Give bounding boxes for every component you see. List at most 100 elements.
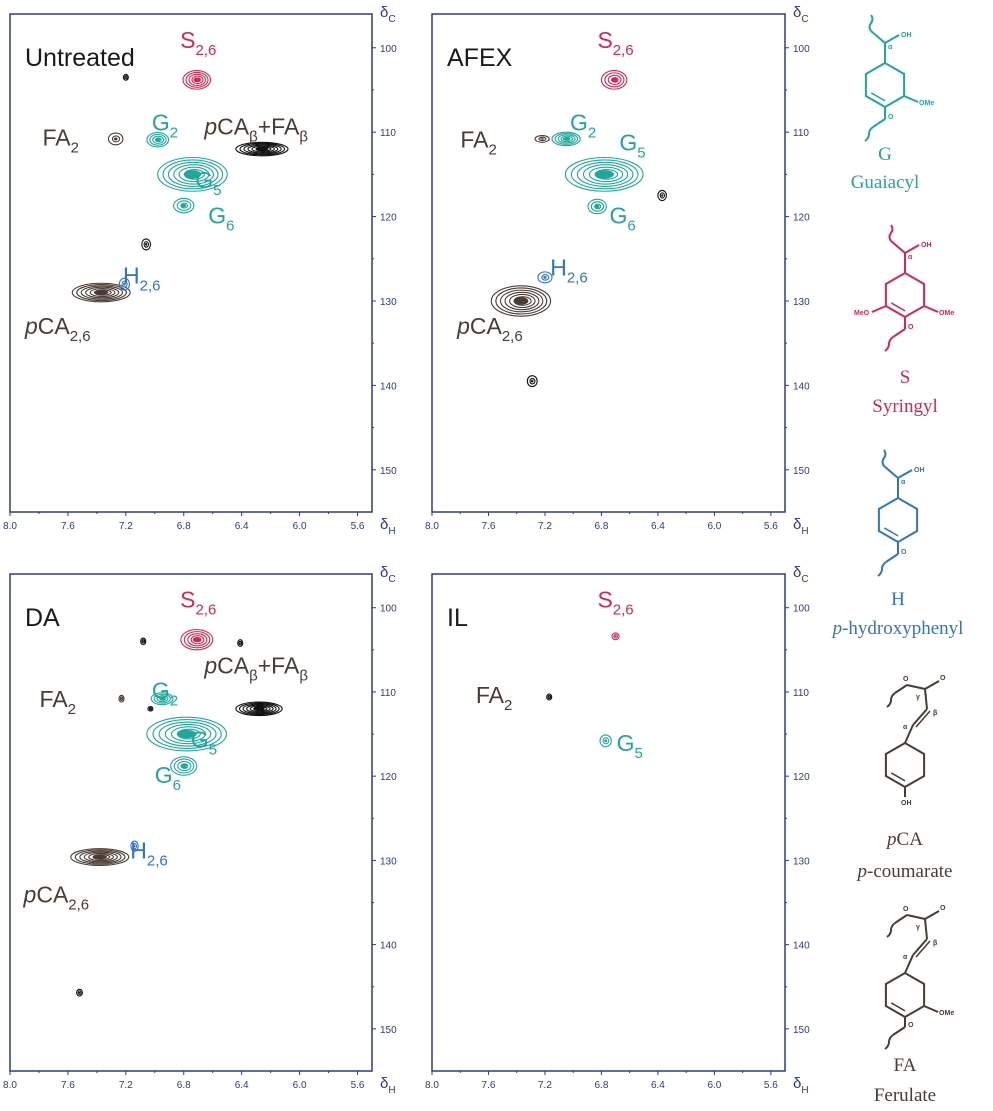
structure-atom-label: α (903, 724, 908, 731)
contour-peak (600, 70, 628, 90)
x-tick-label: 7.2 (538, 1080, 552, 1091)
structure-atom-label: β (933, 940, 938, 947)
contour-peak (551, 131, 581, 147)
peak-label: G5 (191, 727, 217, 759)
contour-peak (147, 706, 154, 712)
structure-abbr: S (900, 367, 911, 388)
structure-abbr: G (878, 144, 892, 165)
y-tick-label: 130 (380, 856, 397, 867)
x-axis-label: δH (793, 516, 809, 537)
contour-peak (235, 141, 289, 157)
panel-title: IL (447, 604, 468, 632)
y-tick-label: 130 (793, 856, 810, 867)
contour-peak (146, 716, 228, 752)
peak-label: H2,6 (123, 262, 160, 294)
y-axis-label: δC (380, 564, 396, 585)
x-tick-label: 7.6 (61, 521, 75, 532)
contour-peak (526, 375, 538, 388)
contour-peak (118, 277, 131, 291)
contour-peak (70, 848, 130, 867)
contour-peak (564, 156, 644, 192)
x-tick-label: 6.4 (651, 521, 665, 532)
x-tick-label: 7.2 (119, 1080, 133, 1091)
panel-title: AFEX (447, 44, 513, 72)
structure-atom-label: OMe (919, 100, 934, 107)
contour-peak (170, 756, 198, 776)
peak-label: S2,6 (180, 27, 216, 59)
structure-atom-label: O (903, 906, 909, 913)
y-tick-label: 150 (793, 466, 810, 477)
contour-peak (534, 134, 550, 143)
peak-label: G6 (155, 762, 181, 794)
y-tick-label: 150 (793, 1025, 810, 1036)
peak-label: G6 (208, 202, 234, 234)
x-tick-label: 8.0 (3, 1080, 17, 1091)
panel-title: Untreated (25, 44, 135, 72)
plot-frame (9, 573, 373, 1072)
y-tick-label: 130 (380, 297, 397, 308)
x-tick-label: 6.0 (293, 521, 307, 532)
structure-atom-label: OH (921, 242, 932, 249)
structure-atom-label: O (908, 1022, 914, 1029)
y-tick-label: 120 (380, 213, 397, 224)
y-tick-label: 150 (380, 466, 397, 477)
structure-atom-label: OH (901, 800, 912, 807)
peak-label: S2,6 (597, 27, 633, 59)
structure-name: Syringyl (872, 396, 937, 417)
contour-peak (235, 701, 283, 717)
peak-label: S2,6 (597, 587, 633, 619)
contour-peak (122, 73, 129, 81)
panel-title: DA (25, 604, 60, 632)
structure-abbr: pCA (885, 829, 923, 850)
peak-label: FA2 (476, 682, 512, 714)
peak-label: pCAβ+FAβ (203, 114, 308, 146)
x-tick-label: 8.0 (425, 1080, 439, 1091)
y-tick-label: 140 (793, 381, 810, 392)
contour-peak (71, 282, 131, 303)
structure-atom-label: O (901, 549, 907, 556)
peak-label: FA2 (40, 686, 76, 718)
x-tick-label: 5.6 (764, 521, 778, 532)
x-tick-label: 7.6 (61, 1080, 75, 1091)
structure-atom-label: OMe (939, 310, 954, 317)
y-tick-label: 110 (380, 688, 396, 699)
structure-atom-label: α (903, 954, 908, 961)
structure-name: p-hydroxyphenyl (831, 618, 964, 639)
contour-peak (537, 271, 553, 284)
x-tick-label: 8.0 (425, 521, 439, 532)
x-axis-label: δH (380, 1075, 396, 1096)
contour-peak (180, 629, 214, 651)
x-tick-label: 8.0 (3, 521, 17, 532)
contour-peak (130, 840, 139, 852)
y-tick-label: 110 (793, 128, 809, 139)
peak-label: pCA2,6 (24, 313, 91, 345)
contour-peak (141, 238, 152, 251)
contour-peak (118, 694, 125, 703)
x-tick-label: 5.6 (764, 1080, 778, 1091)
peak-label: G5 (617, 730, 643, 762)
y-tick-label: 110 (380, 128, 396, 139)
structure-name: Ferulate (874, 1085, 936, 1106)
y-tick-label: 110 (793, 688, 809, 699)
structure-atom-label: O (940, 675, 946, 682)
contour-peak (157, 156, 228, 192)
structure-abbr: H (891, 589, 905, 610)
structure-atom-label: O (940, 905, 946, 912)
y-axis-label: δC (793, 564, 809, 585)
structure-atom-label: γ (916, 924, 920, 931)
peak-label: G2 (152, 109, 178, 141)
structure-atom-label: OMe (939, 1010, 954, 1017)
x-tick-label: 7.2 (538, 521, 552, 532)
peak-label: G6 (610, 202, 636, 234)
x-tick-label: 7.6 (482, 1080, 496, 1091)
y-tick-label: 100 (380, 44, 397, 55)
peak-label: H2,6 (130, 838, 167, 870)
y-axis-label: δC (793, 4, 809, 25)
y-tick-label: 120 (380, 772, 397, 783)
x-tick-label: 6.4 (235, 521, 249, 532)
structure-atom-label: O (908, 324, 914, 331)
